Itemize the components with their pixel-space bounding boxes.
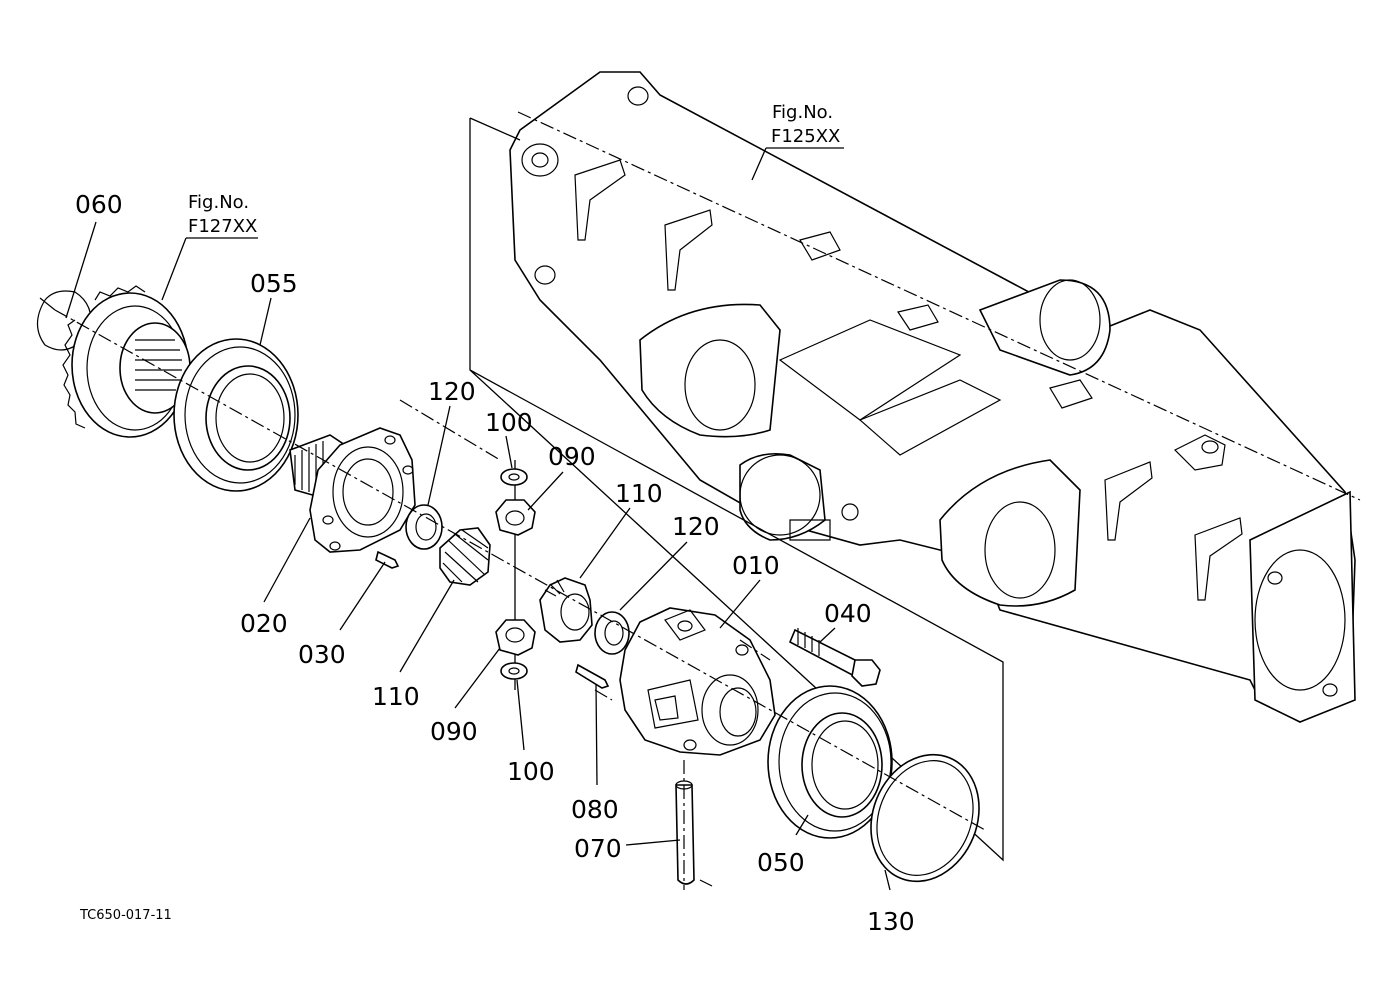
leader-lines: [65, 147, 891, 891]
part-callouts: 060 055 120 100 090 110 120 010 040 020 …: [75, 190, 915, 936]
callout-090-bottom: 090: [430, 717, 478, 746]
callout-060: 060: [75, 190, 123, 219]
diff-housing-010: [619, 607, 776, 756]
pinion-shaft-070: [675, 760, 695, 890]
side-gear-110-left: [439, 527, 491, 586]
callout-030: 030: [298, 640, 346, 669]
assembly-axis-lines: [54, 111, 1361, 887]
pinion-gear-090-bottom: [495, 619, 536, 656]
fig-ref-housing-prefix: Fig.No.: [772, 102, 833, 123]
seal-ring-130: [870, 753, 980, 883]
ring-gear: [62, 285, 191, 438]
washer-100-top: [500, 468, 528, 486]
callout-100-top: 100: [485, 408, 533, 437]
side-gear-110-right: [539, 577, 593, 643]
fig-ref-housing-code: F125XX: [771, 126, 840, 147]
bearing-055: [173, 338, 299, 492]
callout-100-bottom: 100: [507, 757, 555, 786]
washer-120-right: [594, 611, 630, 655]
callout-120-right: 120: [672, 512, 720, 541]
fig-ref-gear-prefix: Fig.No.: [188, 192, 249, 213]
callout-080: 080: [571, 795, 619, 824]
fig-ref-gear: Fig.No. F127XX: [188, 192, 257, 237]
callout-040: 040: [824, 599, 872, 628]
axle-housing: [509, 71, 1356, 723]
washer-100-bottom: [500, 662, 528, 680]
callout-090-top: 090: [548, 442, 596, 471]
callout-010: 010: [732, 551, 780, 580]
callout-050: 050: [757, 848, 805, 877]
pinion-gear-090-top: [495, 499, 536, 536]
callout-110-right: 110: [615, 479, 663, 508]
callout-070: 070: [574, 834, 622, 863]
diff-case-020: [289, 427, 416, 553]
pin-080: [575, 663, 610, 689]
drawing-code: TC650-017-11: [79, 908, 172, 923]
pin-030: [375, 550, 400, 569]
callout-020: 020: [240, 609, 288, 638]
fig-ref-gear-code: F127XX: [188, 216, 257, 237]
bolt-040: [788, 628, 881, 687]
callout-110-left: 110: [372, 682, 420, 711]
callout-055: 055: [250, 269, 298, 298]
callout-130: 130: [867, 907, 915, 936]
callout-120-left: 120: [428, 377, 476, 406]
fig-ref-housing: Fig.No. F125XX: [771, 102, 840, 147]
washer-120-left: [405, 504, 443, 550]
